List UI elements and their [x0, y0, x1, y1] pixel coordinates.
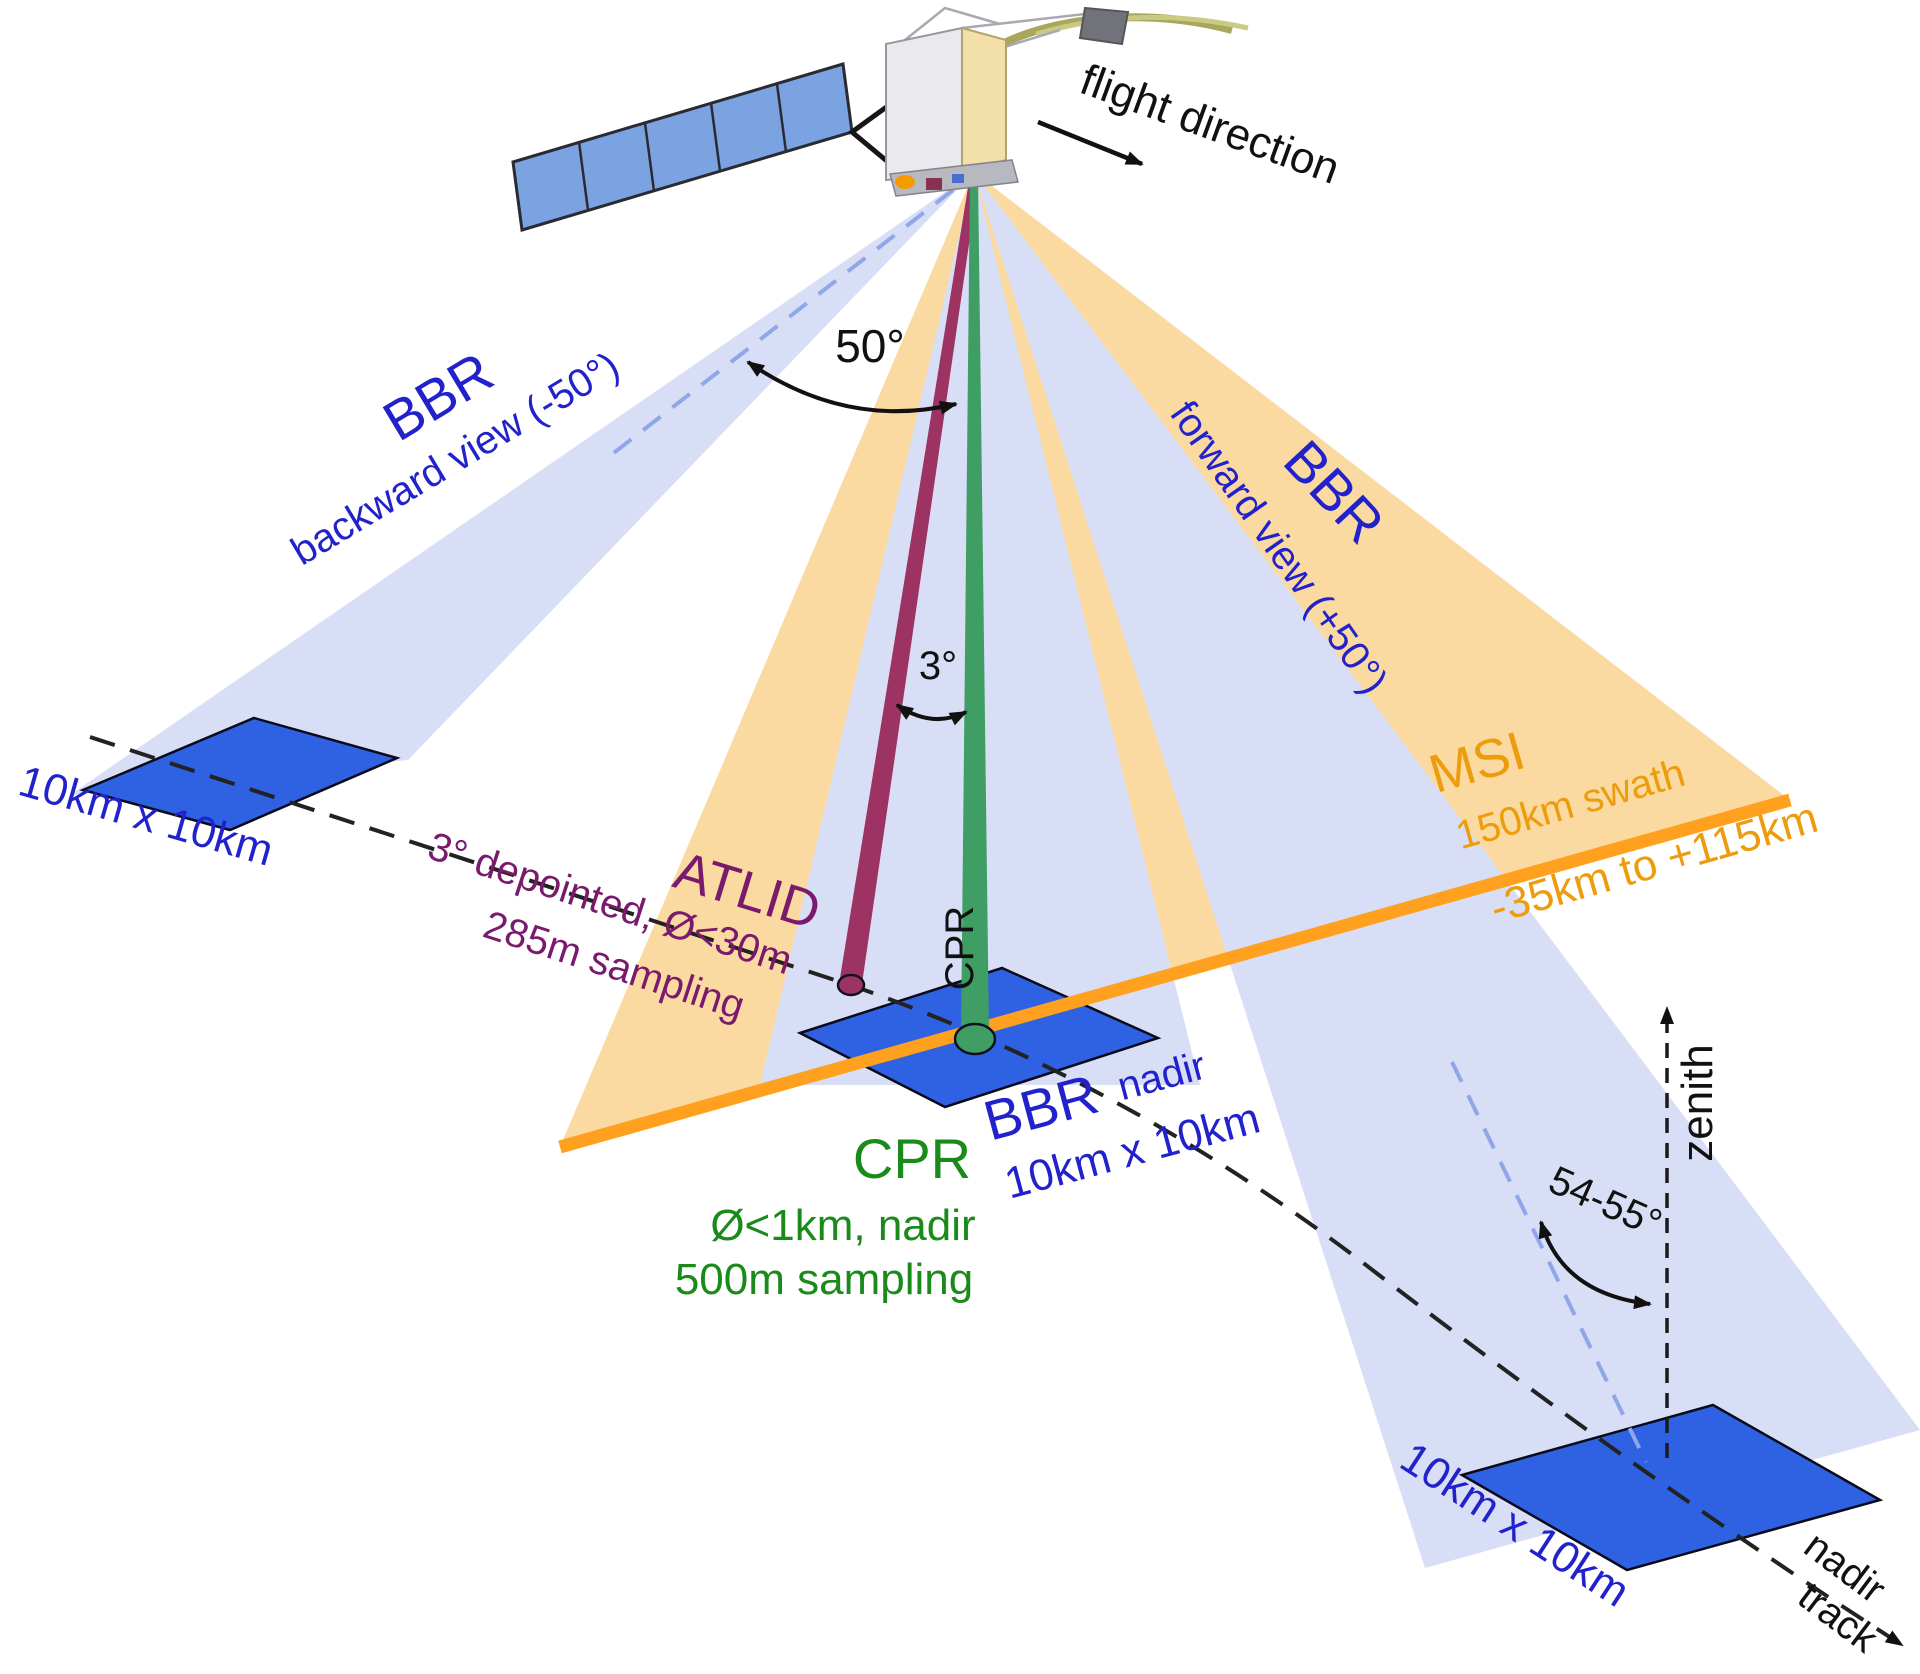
angle-3-arc	[895, 703, 968, 726]
cpr-footprint-circle	[953, 1022, 997, 1056]
footprint-backward	[79, 716, 401, 832]
angle-50-label: 50°	[835, 320, 905, 372]
satellite-antenna-blade	[1035, 14, 1249, 37]
nadir-track-dashed-line	[89, 735, 1904, 1647]
satellite-body	[885, 26, 963, 182]
angle-54-55-arc	[1538, 1220, 1652, 1310]
cpr-beam-group	[953, 175, 997, 1056]
satellite-orange-unit	[895, 175, 915, 189]
solar-array-dividers	[577, 83, 788, 211]
angle-50-arc	[746, 360, 958, 415]
cpr-spec-line1: Ø<1km, nadir	[710, 1201, 975, 1250]
atlid-footprint-circle	[836, 973, 866, 997]
msi-swath-line	[558, 793, 1792, 1154]
satellite-maroon-unit	[926, 178, 942, 190]
cpr-beam	[961, 175, 989, 1034]
satellite-body-side	[961, 26, 1007, 174]
flight-direction-arrow	[1037, 119, 1144, 167]
satellite-radiator-panel	[1078, 6, 1130, 46]
angle-3-label: 3°	[919, 644, 957, 688]
bbr-forward-cone	[974, 172, 1920, 1568]
satellite-illustration	[511, 6, 1249, 232]
cpr-beam-label: CPR	[938, 906, 982, 990]
flight-direction-label: flight direction	[1074, 55, 1346, 194]
solar-array	[511, 62, 854, 232]
satellite-blue-unit	[952, 174, 964, 183]
cpr-spec-line2: 500m sampling	[675, 1255, 973, 1304]
bbr-backward-cone	[70, 172, 974, 795]
cpr-label: CPR	[853, 1127, 971, 1190]
zenith-label: zenith	[1673, 1044, 1722, 1161]
backward-center-dashed-line	[600, 188, 955, 464]
